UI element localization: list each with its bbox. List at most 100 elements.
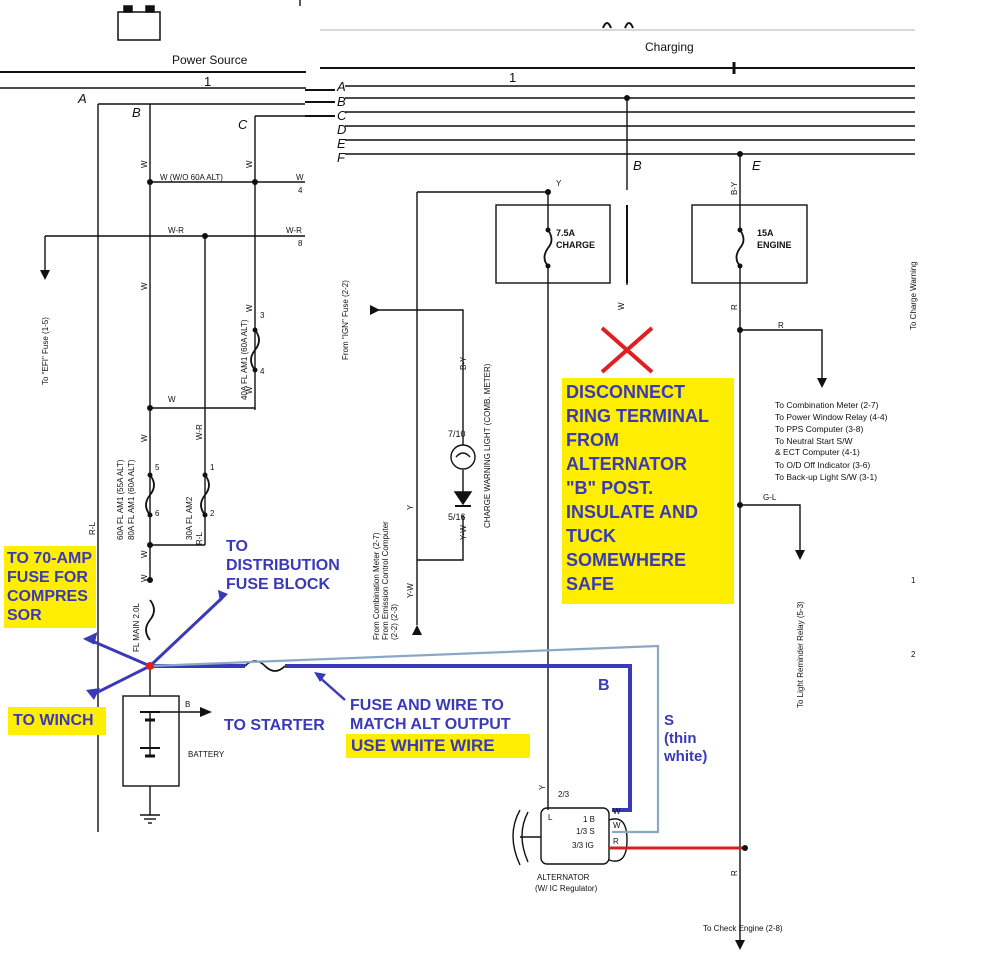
wire-wr-v: W-R — [195, 424, 204, 440]
charging-header: Charging — [645, 40, 694, 54]
bus-number-right: 1 — [509, 70, 516, 85]
winch-note: TO WINCH — [13, 712, 94, 729]
alternator-sub-label: (W/ IC Regulator) — [535, 884, 598, 893]
wire-y-alt: Y — [538, 784, 547, 790]
alternator-label: ALTERNATOR — [537, 873, 590, 882]
wire-yw-2: Y-W — [406, 583, 415, 598]
connector-b-letter: B — [633, 158, 642, 173]
pin-2: 2 — [210, 509, 215, 518]
wire-gl: G-L — [763, 493, 777, 502]
wire-y-top: Y — [556, 179, 562, 188]
bus-letter-c-right: C — [337, 108, 347, 123]
charge-fuse-amp: 7.5A — [556, 228, 576, 238]
wire-w-v6: W — [140, 434, 149, 442]
bus-letter-e-right: E — [337, 136, 346, 151]
wire-by-e: B-Y — [730, 181, 739, 195]
alt-wire-w-1: W — [613, 807, 621, 816]
fuse-am2: 30A FL AM2 — [185, 496, 194, 540]
wire-rl-v2: R-L — [195, 532, 204, 545]
starter-note: TO STARTER — [224, 717, 325, 734]
pin-3: 3 — [260, 311, 265, 320]
bus-letter-f-right: F — [337, 150, 346, 165]
pin-5: 5 — [155, 463, 160, 472]
white-wire-highlight — [346, 734, 530, 758]
compressor-note: TO 70-AMP FUSE FOR COMPRES SOR — [7, 550, 92, 624]
battery-icon — [117, 5, 161, 41]
connector-e-letter: E — [752, 158, 761, 173]
bus-letter-b-right: B — [337, 94, 346, 109]
wire-r-bottom: R — [730, 870, 739, 876]
pin-4: 4 — [298, 186, 303, 195]
pin-1: 1 — [210, 463, 215, 472]
charging-icon — [602, 22, 634, 29]
charge-fuse-name: CHARGE — [556, 240, 595, 250]
wire-r-e: R — [730, 304, 739, 310]
from-emission-computer: From Emission Control Computer — [381, 521, 390, 640]
disconnect-instructions: DISCONNECT RING TERMINAL FROM ALTERNATOR… — [566, 382, 709, 594]
wire-w-v4: W — [245, 304, 254, 312]
bus-letter-d-right: D — [337, 122, 346, 137]
wire-w-v3: W — [245, 160, 254, 168]
alt-terminal-s: 1/3 S — [576, 827, 595, 836]
wire-yw-1: Y-W — [459, 525, 468, 540]
alt-terminal-l: L — [548, 813, 553, 822]
bus-number-left: 1 — [204, 74, 211, 89]
power-source-header: Power Source — [172, 53, 248, 67]
from-comb-refs: (2-2) (2-3) — [390, 604, 399, 640]
pin-8: 8 — [298, 239, 303, 248]
fuse-wire-note-1: FUSE AND WIRE TO — [350, 697, 504, 714]
to-light-reminder: To Light Reminder Relay (5-3) — [796, 601, 805, 708]
wire-w-mid: W — [168, 395, 176, 404]
right-list-3: To Neutral Start S/W — [775, 436, 852, 446]
wire-w-v5: W — [245, 386, 254, 394]
fuse-am1-55a: 60A FL AM1 (55A ALT) — [116, 459, 125, 540]
wire-w-4: W — [296, 173, 304, 182]
to-efi-fuse: To "EFI" Fuse (1-5) — [41, 317, 50, 385]
wire-r-right: R — [778, 321, 784, 330]
right-list-6: To Back-up Light S/W (3-1) — [775, 472, 877, 482]
from-ign-fuse: From "IGN" Fuse (2-2) — [341, 280, 350, 360]
distribution-note: TO DISTRIBUTION FUSE BLOCK — [226, 538, 340, 593]
right-list-0: To Combination Meter (2-7) — [775, 400, 879, 410]
pin-6: 6 — [155, 509, 160, 518]
fuse-am1-55b: 80A FL AM1 (60A ALT) — [127, 459, 136, 540]
wire-b-starter: B — [185, 700, 190, 709]
to-check-engine: To Check Engine (2-8) — [703, 924, 783, 933]
wire-rl-v1: R-L — [88, 522, 97, 535]
junction-dot — [146, 662, 154, 670]
pin-7-10: 7/10 — [448, 429, 466, 439]
alt-wire-r: R — [613, 837, 619, 846]
wire-wr: W-R — [168, 226, 184, 235]
pin-5-16: 5/16 — [448, 512, 466, 522]
to-charge-warning: To Charge Warning — [909, 261, 918, 330]
bus-letter-a-right: A — [336, 79, 346, 94]
from-comb-meter-1: From Combination Meter (2-7) — [372, 532, 381, 640]
wire-w-v1: W — [140, 282, 149, 290]
right-list-2: To PPS Computer (3-8) — [775, 424, 864, 434]
alt-wire-w-2: W — [613, 821, 621, 830]
edge-number-2: 2 — [911, 650, 916, 659]
wire-y-left: Y — [406, 504, 415, 510]
charge-warning-light: CHARGE WARNING LIGHT (COMB. METER) — [483, 363, 492, 528]
bus-letter-a: A — [77, 91, 87, 106]
right-list-1: To Power Window Relay (4-4) — [775, 412, 888, 422]
b-wire-label: B — [598, 677, 610, 694]
wire-by-light: B-Y — [459, 356, 468, 370]
bus-letter-c: C — [238, 117, 248, 132]
wire-w-v2: W — [140, 160, 149, 168]
engine-fuse-amp: 15A — [757, 228, 774, 238]
alt-terminal-b: 1 B — [583, 815, 595, 824]
fuse-main: FL MAIN 2.0L — [132, 602, 141, 652]
right-list-5: To O/D Off Indicator (3-6) — [775, 460, 870, 470]
wire-w-v8: W — [140, 574, 149, 582]
fuse-am1-60: 40A FL AM1 (60A ALT) — [240, 319, 249, 400]
disconnect-highlight — [562, 378, 734, 604]
battery-label: BATTERY — [188, 750, 225, 759]
pin-2-3: 2/3 — [558, 790, 570, 799]
winch-highlight — [8, 707, 106, 735]
bus-letter-b: B — [132, 105, 141, 120]
disconnect-cross — [600, 326, 654, 374]
engine-fuse-name: ENGINE — [757, 240, 792, 250]
wire-w-v7: W — [140, 550, 149, 558]
